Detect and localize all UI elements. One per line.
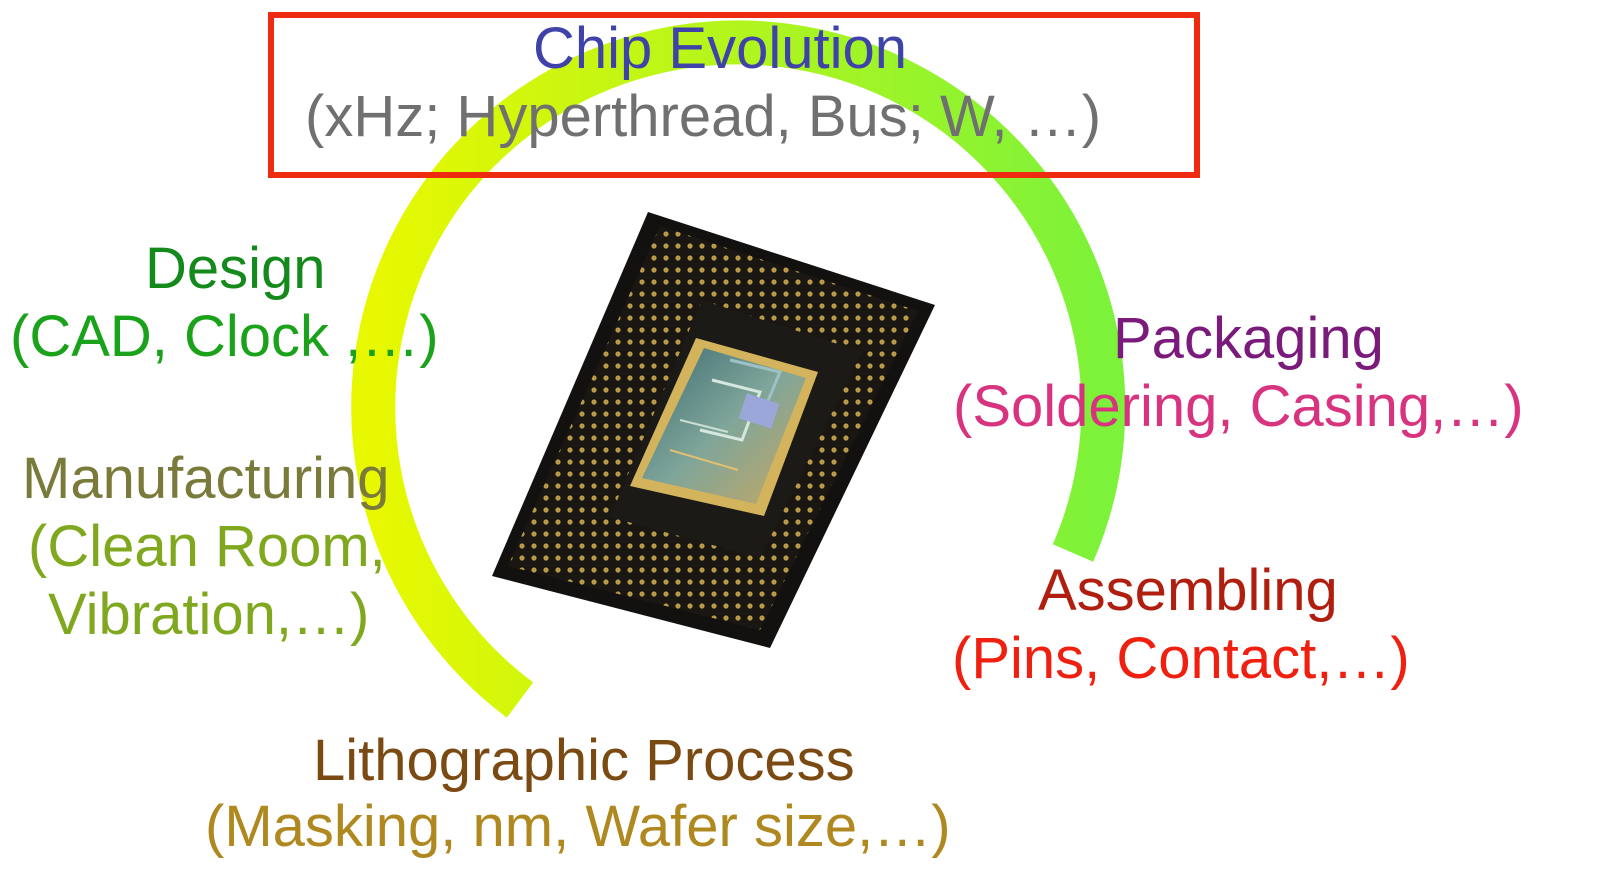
stage-assembling-details: (Pins, Contact,…) [952,626,1410,691]
stage-lithography-label: Lithographic Process [313,728,855,793]
stage-packaging-details: (Soldering, Casing,…) [953,374,1524,439]
cycle-arc [351,20,1126,718]
stage-packaging-label: Packaging [1113,306,1384,371]
stage-design-details: (CAD, Clock ,…) [10,304,439,369]
stage-design-label: Design [145,236,326,301]
diagram-subtitle: (xHz; Hyperthread, Bus; W, …) [305,84,1102,149]
title-box [268,12,1200,178]
stage-manufacturing-label: Manufacturing [22,446,390,511]
stage-lithography-details: (Masking, nm, Wafer size,…) [205,794,951,859]
stage-manufacturing-details-line1: (Clean Room, [28,514,386,579]
stage-manufacturing-details-line2: Vibration,…) [48,582,370,647]
diagram-title: Chip Evolution [533,16,907,81]
cpu-chip-icon [492,212,935,648]
stage-assembling-label: Assembling [1038,558,1338,623]
